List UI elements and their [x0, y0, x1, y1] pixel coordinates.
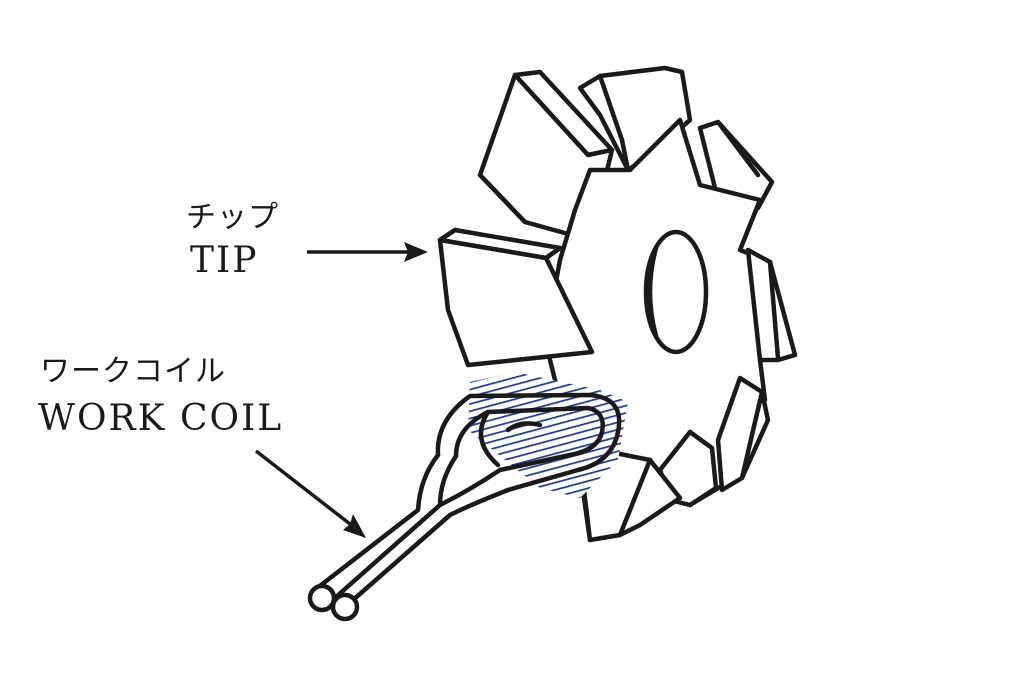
work-coil — [307, 392, 622, 622]
tip-arrow — [307, 242, 428, 262]
carbide-tip-bottom — [581, 429, 719, 543]
carbide-tip-left — [437, 227, 595, 368]
carbide-tip-top-middle — [577, 65, 693, 173]
bore-hole — [643, 229, 709, 355]
carbide-tip-lower-right — [715, 375, 771, 493]
work-coil-label-japanese: ワークコイル — [40, 354, 226, 389]
tip-label-english: TIP — [190, 240, 259, 281]
work-coil-arrow — [254, 449, 366, 538]
work-coil-label-english: WORK COIL — [38, 398, 284, 439]
tip-label-japanese: チップ — [186, 200, 279, 235]
carbide-tip-right — [745, 247, 798, 363]
